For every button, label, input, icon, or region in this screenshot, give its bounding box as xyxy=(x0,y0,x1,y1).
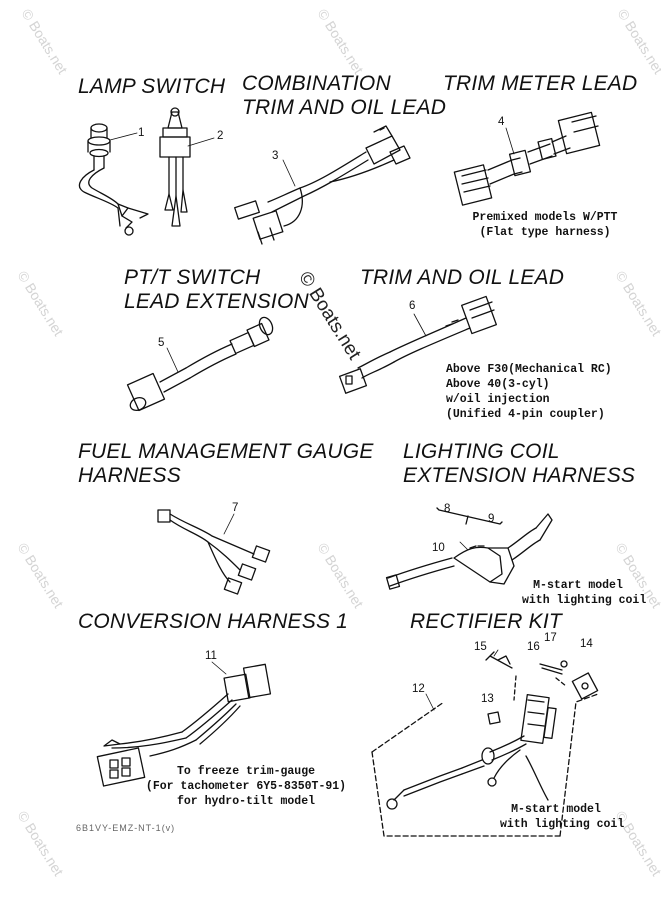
part-number: 10 xyxy=(432,542,445,554)
part-number: 5 xyxy=(158,337,165,349)
title-lamp-switch: LAMP SWITCH xyxy=(78,75,226,98)
part-1-lamp-switch-knob xyxy=(78,123,149,236)
note-line: with lighting coil xyxy=(500,818,625,831)
part-6-trim-oil-lead xyxy=(338,295,497,394)
note-trim-meter: Premixed models W/PTT (Flat type harness… xyxy=(470,210,620,240)
part-number: 4 xyxy=(498,116,505,128)
title-trim-meter-lead: TRIM METER LEAD xyxy=(443,72,638,95)
part-number: 2 xyxy=(217,130,224,142)
title-fuel-line-1: FUEL MANAGEMENT GAUGE xyxy=(78,440,374,463)
title-ptt-line-1: PT/T SWITCH xyxy=(124,266,261,289)
note-line: Premixed models W/PTT xyxy=(472,211,618,224)
note-line: with lighting coil xyxy=(522,594,647,607)
part-number: 11 xyxy=(205,650,217,662)
note-line: M-start model xyxy=(533,579,623,592)
note-line: Above F30(Mechanical RC) xyxy=(446,363,612,376)
part-3-combination-lead xyxy=(234,125,411,245)
part-4-trim-meter-lead xyxy=(453,111,601,206)
part-number: 17 xyxy=(544,632,557,644)
part-number: 8 xyxy=(444,503,451,515)
note-line: M-start model xyxy=(511,803,601,816)
note-line: w/oil injection xyxy=(446,393,550,406)
part-number: 1 xyxy=(138,127,145,139)
part-number: 3 xyxy=(272,150,279,162)
title-ptt-line-2: LEAD EXTENSION xyxy=(124,290,309,313)
title-combination-line-2: TRIM AND OIL LEAD xyxy=(242,96,447,119)
title-fuel-line-2: HARNESS xyxy=(78,464,181,487)
title-lighting-line-2: EXTENSION HARNESS xyxy=(403,464,636,487)
note-line: (Flat type harness) xyxy=(479,226,611,239)
title-trim-oil-lead: TRIM AND OIL LEAD xyxy=(360,266,565,289)
title-conversion-harness: CONVERSION HARNESS 1 xyxy=(78,610,349,633)
part-5-ptt-lead-extension xyxy=(126,316,274,412)
part-number: 15 xyxy=(474,641,487,653)
part-number: 14 xyxy=(580,638,593,650)
title-combination-line-1: COMBINATION xyxy=(242,72,391,95)
note-lighting-coil: M-start model with lighting coil xyxy=(522,578,647,608)
part-number: 7 xyxy=(232,502,239,514)
title-rectifier-kit: RECTIFIER KIT xyxy=(410,610,562,633)
note-trim-oil: Above F30(Mechanical RC) Above 40(3-cyl)… xyxy=(446,362,612,422)
part-8-10-lighting-coil-harness xyxy=(385,507,553,590)
part-number: 6 xyxy=(409,300,416,312)
part-number: 16 xyxy=(527,641,540,653)
note-rectifier: M-start model with lighting coil xyxy=(500,802,625,832)
part-2-toggle-switch xyxy=(159,107,215,227)
note-line: for hydro-tilt model xyxy=(176,795,316,808)
figure-code: 6B1VY-EMZ-NT-1(v) xyxy=(76,823,176,833)
part-number: 12 xyxy=(412,683,425,695)
title-lighting-line-1: LIGHTING COIL xyxy=(403,440,560,463)
note-conversion: To freeze trim-gauge (For tachometer 6Y5… xyxy=(142,764,350,809)
part-12-17-rectifier-kit xyxy=(371,649,599,837)
part-number: 13 xyxy=(481,693,494,705)
note-line: Above 40(3-cyl) xyxy=(446,378,550,391)
note-line: To freeze trim-gauge xyxy=(176,765,316,778)
note-line: (Unified 4-pin coupler) xyxy=(446,408,605,421)
part-11-conversion-harness xyxy=(96,661,272,787)
note-line: (For tachometer 6Y5-8350T-91) xyxy=(145,780,347,793)
part-number: 9 xyxy=(488,513,495,525)
part-7-fuel-gauge-harness xyxy=(157,509,271,595)
